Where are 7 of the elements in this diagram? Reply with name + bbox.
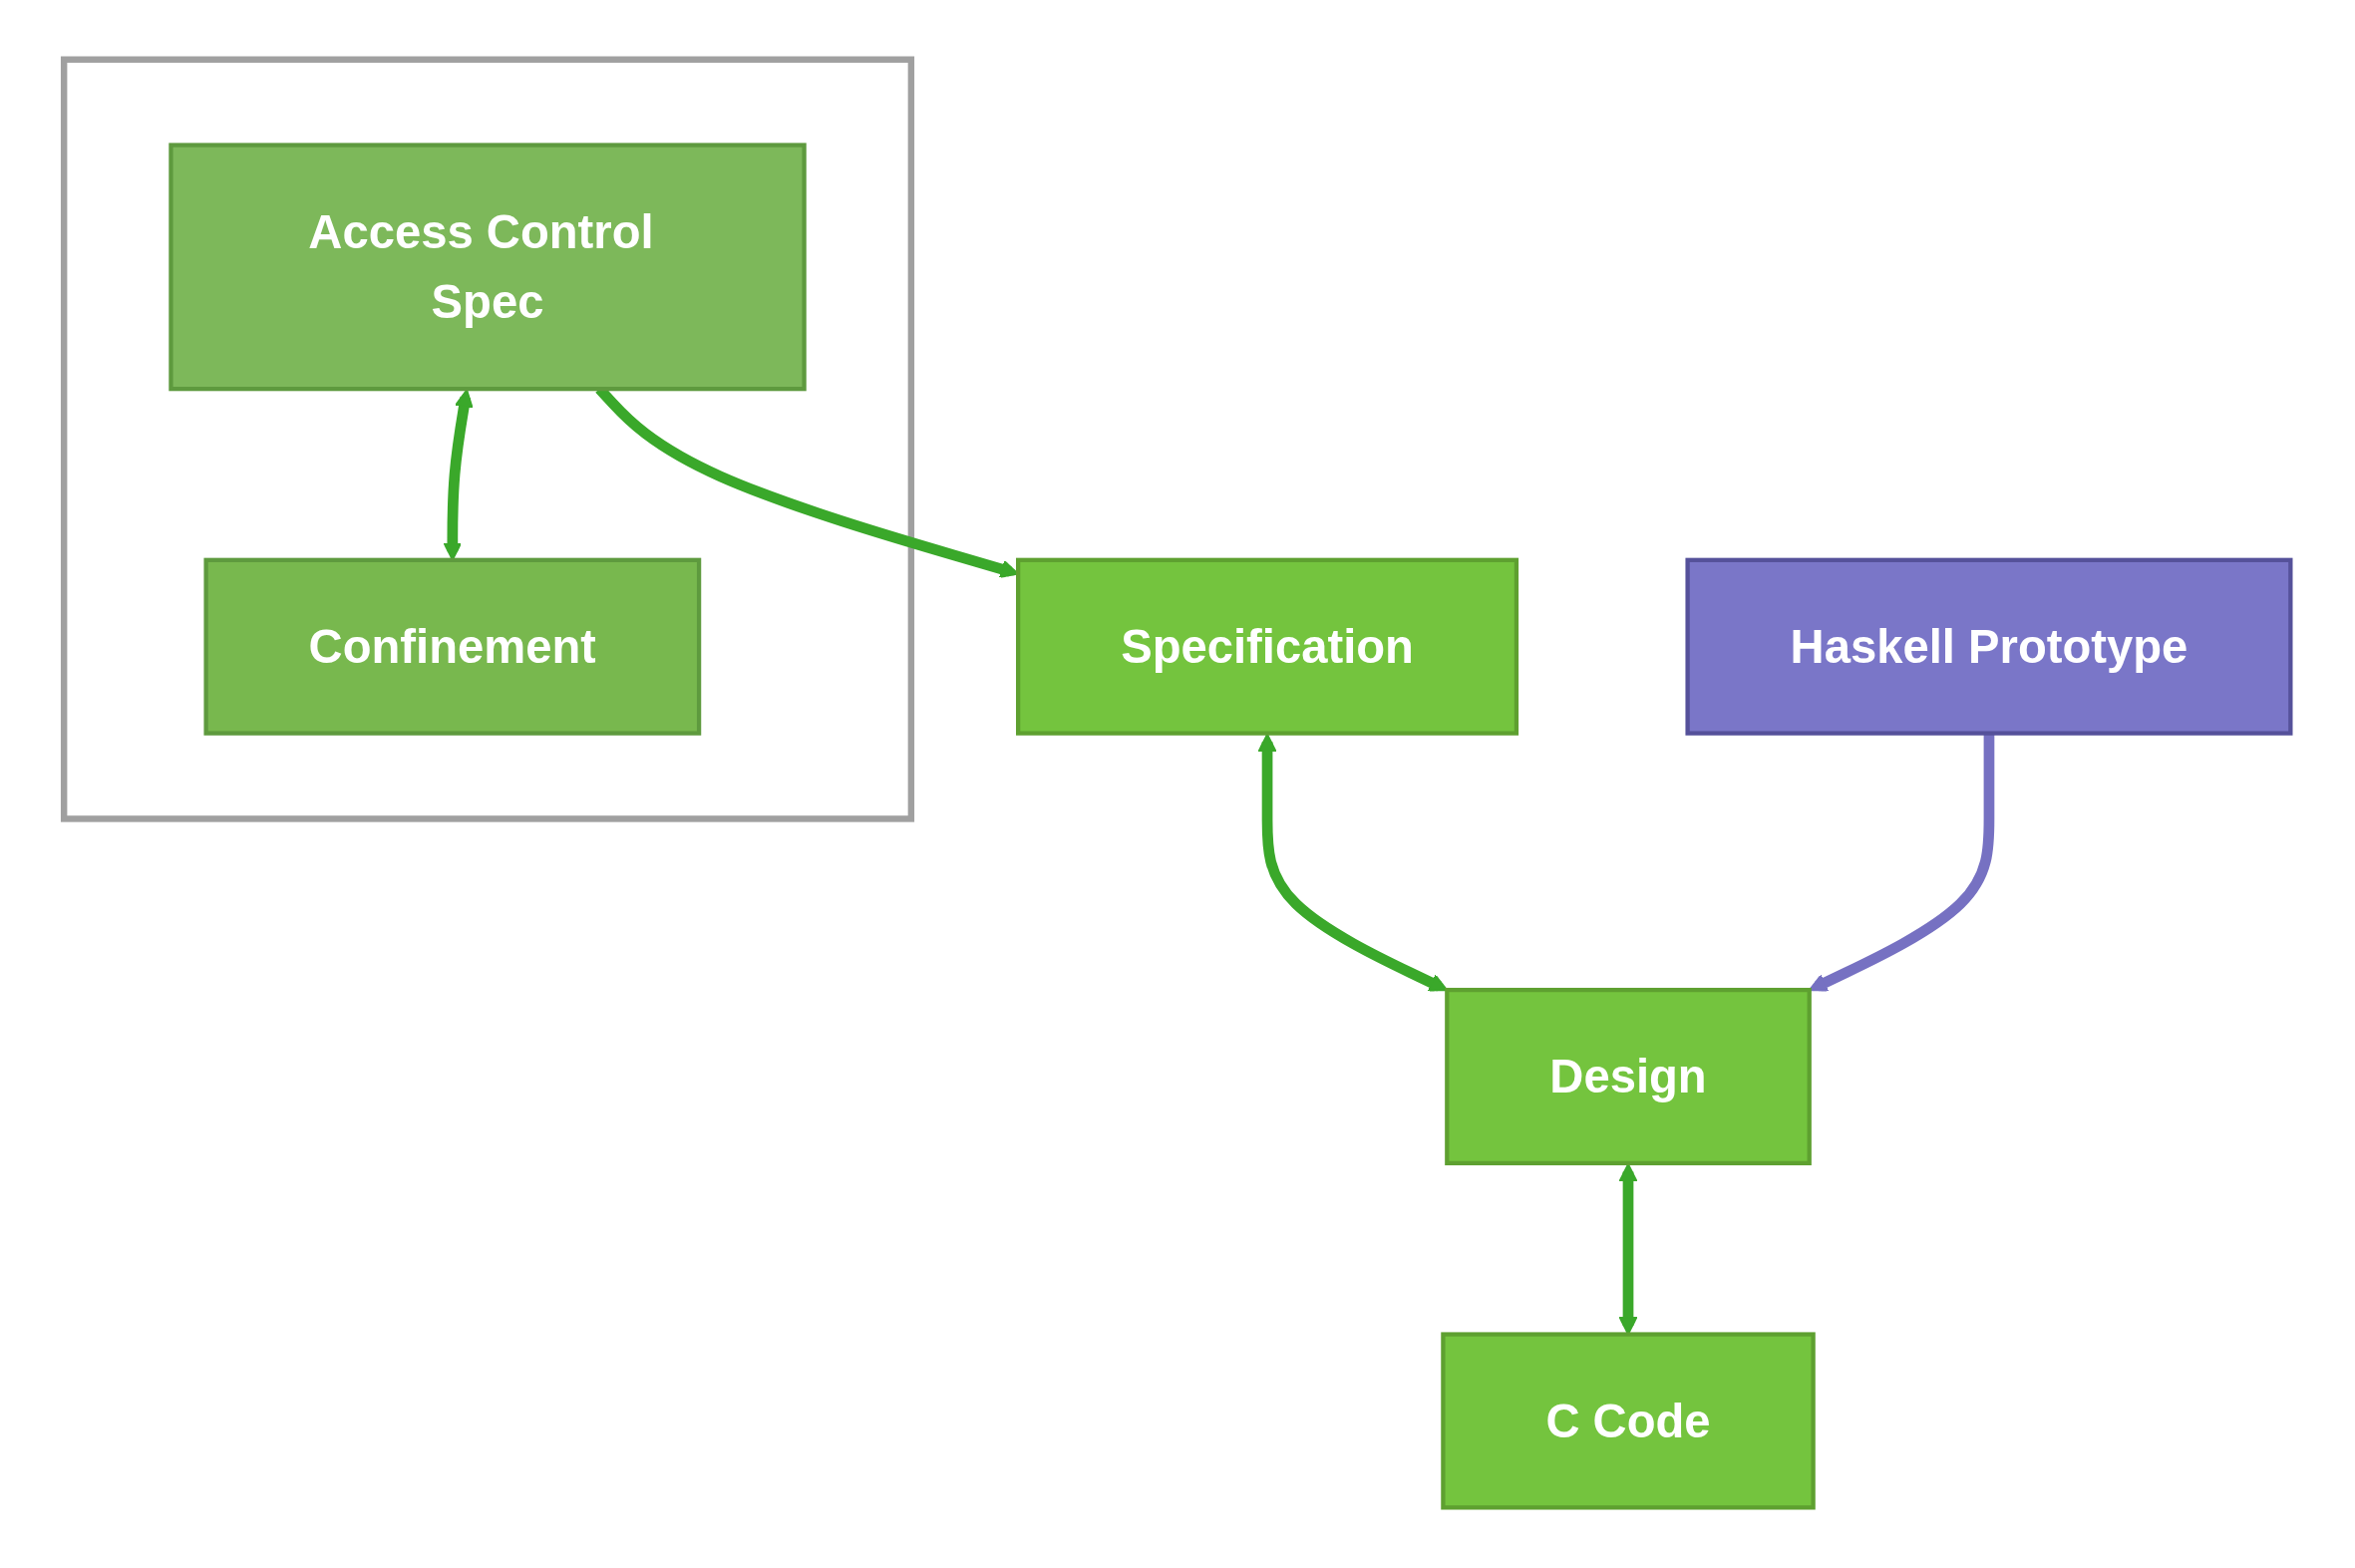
node-box: Design: [1445, 988, 1813, 1166]
node-box: Confinement: [203, 558, 702, 737]
cluster: [61, 56, 915, 823]
node-box: C Code: [1441, 1332, 1816, 1510]
node-box: Specification: [1016, 558, 1519, 737]
node-box: Haskell Prototype: [1685, 558, 2293, 737]
node-box: Access Control Spec: [168, 143, 807, 392]
